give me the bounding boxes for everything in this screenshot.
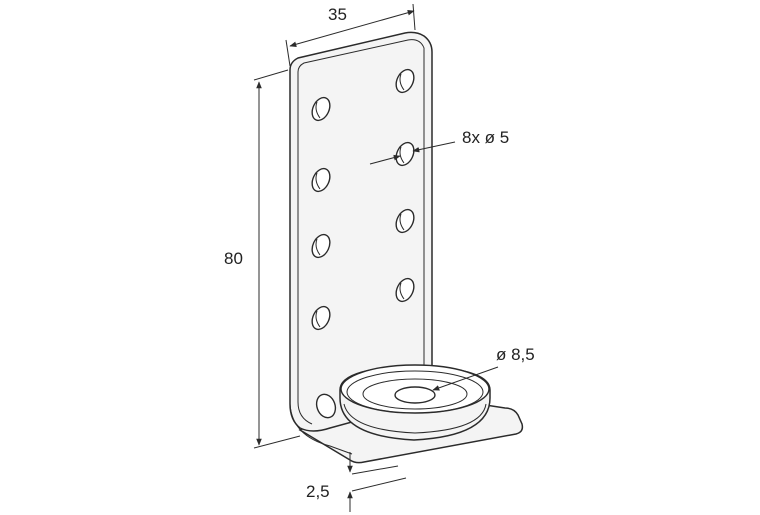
hole-5 [395,208,415,234]
dim-small-holes: 8x ø 5 [369,128,509,165]
dim-height: 80 [224,69,301,449]
dim-thickness: 2,5 [306,452,407,512]
dim-width: 35 [285,3,416,67]
hole-1 [395,68,415,94]
hole-6 [311,233,331,259]
hole-7 [395,277,415,303]
hole-4 [311,167,331,193]
dim-height-label: 80 [224,249,243,268]
dim-large-hole-label: ø 8,5 [496,345,535,364]
plate-side-edge [297,72,313,425]
hole-8 [311,305,331,331]
dim-thickness-label: 2,5 [306,482,330,501]
hole-2 [311,96,331,122]
bend-relief-hole [315,393,337,419]
bend-line [289,403,353,455]
large-hole [394,386,436,404]
dim-width-label: 35 [328,5,347,24]
dim-large-hole: ø 8,5 [432,345,535,391]
dim-small-holes-label: 8x ø 5 [462,128,509,147]
countersunk-washer [339,364,491,441]
